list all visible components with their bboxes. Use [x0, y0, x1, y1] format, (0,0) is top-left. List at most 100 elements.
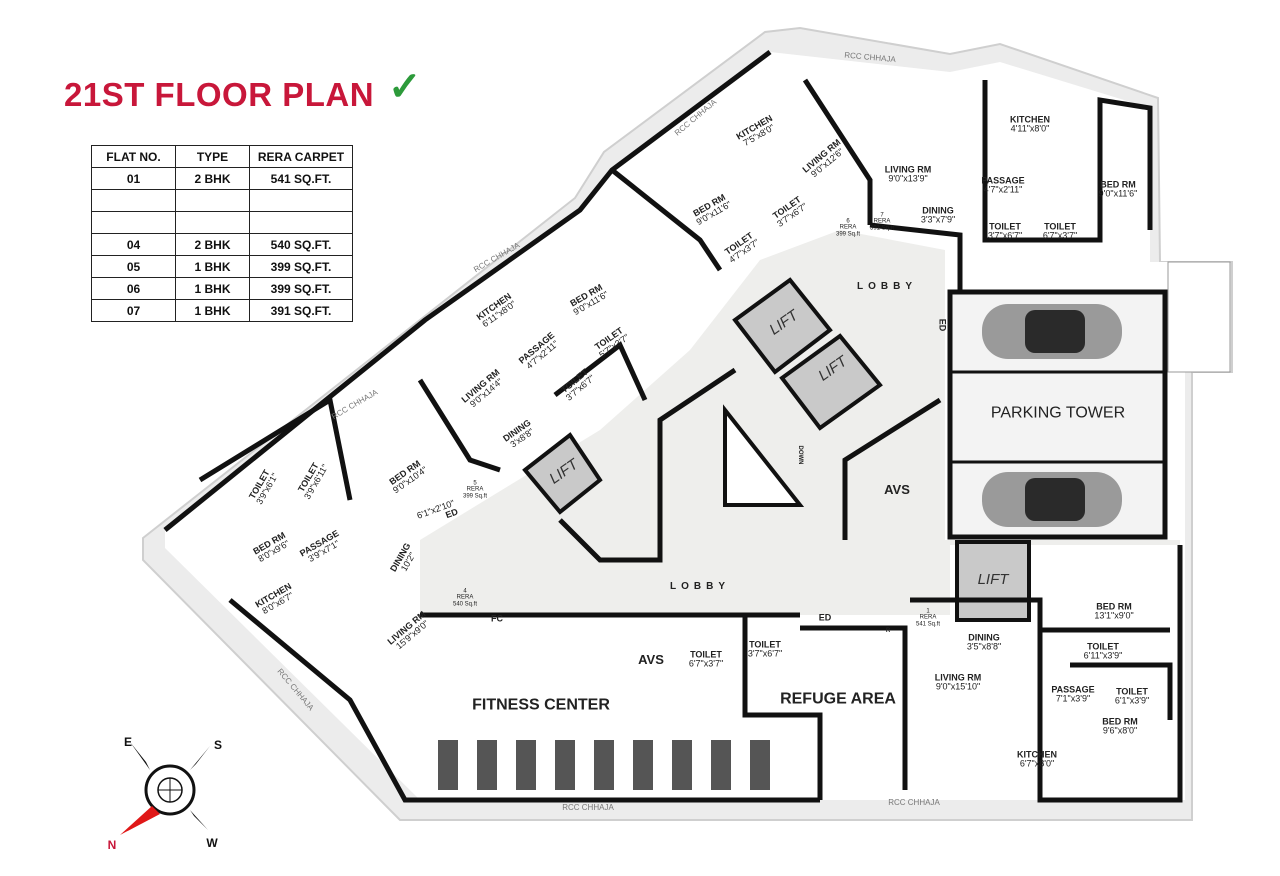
walls — [163, 49, 1183, 803]
cell-flat-no: 01 — [91, 167, 176, 190]
treadmill-icon — [555, 740, 575, 790]
cell-type: 1 BHK — [175, 299, 250, 322]
lobby-label: LOBBY — [857, 280, 917, 292]
room-name: TOILET — [989, 221, 1021, 232]
cell-type: 2 BHK — [175, 167, 250, 190]
rera-area: 391 Sq.ft — [869, 225, 895, 232]
rera-flat: 1 — [926, 608, 930, 615]
room-dimension: 9'0"x13'9" — [888, 174, 928, 184]
room-dimension: 9'6"x8'0" — [1102, 726, 1138, 736]
room-dimension: 4'11"x8'0" — [1010, 124, 1050, 134]
check-mark-icon: ✓ — [388, 65, 422, 109]
rera-flat: 5 — [473, 480, 477, 487]
room-dimension: 13'1"x9'0" — [1094, 611, 1134, 621]
rera-area: 541 Sq.ft — [915, 621, 941, 628]
rera-label: RERA — [839, 224, 857, 231]
rera-flat: 7 — [880, 212, 884, 219]
cell-flat-no: 04 — [91, 233, 176, 256]
room-name: DINING — [968, 632, 1000, 643]
room-name: TOILET — [1116, 686, 1148, 697]
rcc-chhaja-label: RCC CHHAJA — [888, 797, 940, 807]
room-dimension: 9'0"x15'10" — [935, 682, 981, 692]
rera-area: 540 Sq.ft — [452, 601, 478, 608]
fc-label: FC — [491, 613, 503, 624]
rera-label: RERA — [919, 614, 937, 621]
compass-s-label: S — [213, 738, 223, 752]
treadmill-icons — [438, 740, 770, 790]
cell-rera-carpet: 540 SQ.FT. — [249, 233, 353, 256]
room-dimension: 6'1"x3'9" — [1114, 696, 1150, 706]
rera-label: RERA — [873, 218, 891, 225]
down-label: DOWN — [797, 445, 804, 465]
lift-label: LIFT — [977, 571, 1009, 589]
room-name: TOILET — [749, 639, 781, 650]
room-name: PASSAGE — [1051, 684, 1095, 695]
room-name: KITCHEN — [1010, 114, 1050, 125]
room-dimension: 6'7"x3'7" — [1042, 231, 1078, 241]
treadmill-icon — [750, 740, 770, 790]
room-name: LIVING RM — [934, 672, 982, 683]
compass-icon — [120, 742, 210, 835]
room-dimension: 3'7"x6'7" — [987, 231, 1023, 241]
treadmill-icon — [711, 740, 731, 790]
treadmill-icon — [516, 740, 536, 790]
cell-flat-no: 07 — [91, 299, 176, 322]
lift-shafts — [522, 277, 1031, 622]
room-name: BED RM — [1102, 716, 1138, 727]
room-name: KITCHEN — [1017, 749, 1057, 760]
treadmill-icon — [477, 740, 497, 790]
rera-label: RERA — [456, 594, 474, 601]
room-dimension: 9'0"x11'6" — [1098, 189, 1138, 199]
compass-w-label: W — [206, 836, 218, 850]
treadmill-icon — [594, 740, 614, 790]
stair-core — [723, 404, 805, 507]
room-dimension: 3'7"x6'7" — [747, 649, 783, 659]
room-dimension: 6'7"x3'7" — [688, 659, 724, 669]
header-flat-no: FLAT NO. — [91, 145, 176, 168]
cell-rera-carpet: 391 SQ.FT. — [249, 299, 353, 322]
refuge-area-label: REFUGE AREA — [780, 690, 896, 708]
compass-e-label: E — [123, 735, 133, 749]
fitness-center-label: FITNESS CENTER — [472, 696, 610, 714]
treadmill-icon — [633, 740, 653, 790]
room-name: BED RM — [1096, 601, 1132, 612]
rera-area: 399 Sq.ft — [462, 493, 488, 500]
room-dimension: 6'11"x3'9" — [1083, 651, 1123, 661]
avs-label: AVS — [638, 652, 664, 668]
parking-tower-label: PARKING TOWER — [990, 404, 1126, 422]
room-dimension: 4'7"x2'11" — [983, 185, 1023, 195]
room-name: TOILET — [1044, 221, 1076, 232]
room-name: LIVING RM — [884, 164, 932, 175]
ed-label: ED — [937, 318, 948, 332]
compass-n-label: N — [107, 838, 117, 852]
room-dimension: 3'3"x7'9" — [920, 215, 956, 225]
table-header-row: FLAT NO. TYPE RERA CARPET — [91, 145, 353, 168]
r-label: R — [885, 627, 891, 634]
lobby-label: LOBBY — [670, 580, 730, 592]
room-name: TOILET — [1087, 641, 1119, 652]
rera-flat: 6 — [846, 218, 850, 225]
